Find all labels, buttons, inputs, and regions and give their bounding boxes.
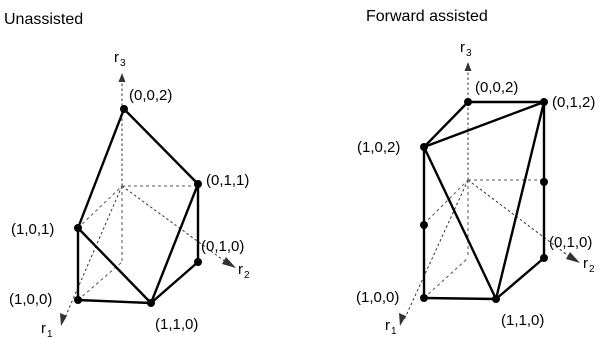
vertex-label-100: (1,0,0) xyxy=(356,289,399,306)
vertices xyxy=(74,105,202,307)
axis-label-r3: r3 xyxy=(460,39,472,59)
axis-label-r2: r2 xyxy=(238,261,250,281)
r2-axis xyxy=(121,185,231,266)
vertex-010 xyxy=(194,258,202,266)
vertex-label-100: (1,0,0) xyxy=(9,291,52,308)
polytope-edges xyxy=(76,107,200,305)
r2-axis xyxy=(467,179,575,261)
axes xyxy=(60,73,236,326)
vertex-label-002: (0,0,2) xyxy=(475,79,518,96)
r2-arrowhead xyxy=(566,252,580,263)
r1-axis xyxy=(63,185,123,321)
vertex-101 xyxy=(74,224,82,232)
vertex-label-011: (0,1,1) xyxy=(206,172,249,189)
vertex-002 xyxy=(464,98,472,106)
hidden-edges xyxy=(77,185,198,301)
axis-labels: r3 r2 r1 xyxy=(41,49,250,339)
r1-arrowhead xyxy=(60,313,67,326)
vertex-label-010: (0,1,0) xyxy=(201,238,244,255)
axes xyxy=(399,62,580,326)
lattice-point-011 xyxy=(540,178,548,186)
vertex-label-101: (1,0,1) xyxy=(11,221,54,238)
panel-title: Forward assisted xyxy=(366,8,488,25)
vertex-label-110: (1,1,0) xyxy=(501,312,544,329)
vertex-011 xyxy=(194,180,202,188)
vertex-110 xyxy=(492,295,500,303)
r1-arrowhead xyxy=(399,313,406,326)
r3-arrowhead xyxy=(118,73,126,82)
vertex-labels: (0,0,2) (0,1,1) (1,0,1) (0,1,0) (1,0,0) … xyxy=(9,87,249,333)
vertex-012 xyxy=(540,98,548,106)
lattice-point-101 xyxy=(420,221,428,229)
vertex-label-110: (1,1,0) xyxy=(155,316,198,333)
r1-axis xyxy=(403,179,469,321)
panel-forward-assisted: Forward assisted xyxy=(356,8,595,337)
vertex-label-012: (0,1,2) xyxy=(552,94,595,111)
vertex-100 xyxy=(420,294,428,302)
r3-arrowhead xyxy=(464,62,472,71)
polytope-edges xyxy=(422,100,546,301)
vertex-label-010: (0,1,0) xyxy=(549,234,592,251)
panel-unassisted: Unassisted xyxy=(4,11,250,339)
axis-label-r1: r1 xyxy=(385,317,397,337)
vertices xyxy=(420,98,548,303)
vertex-110 xyxy=(147,299,155,307)
vertex-102 xyxy=(420,143,428,151)
axis-label-r3: r3 xyxy=(114,49,126,69)
axis-labels: r3 r2 r1 xyxy=(385,39,595,337)
axis-label-r1: r1 xyxy=(41,320,53,339)
vertex-100 xyxy=(74,296,82,304)
vertex-label-002: (0,0,2) xyxy=(129,87,172,104)
r2-arrowhead xyxy=(222,257,236,268)
hidden-edges xyxy=(423,179,544,299)
axis-label-r2: r2 xyxy=(583,255,595,275)
vertex-010 xyxy=(540,254,548,262)
vertex-labels: (0,0,2) (0,1,2) (1,0,2) (0,1,0) (1,0,0) … xyxy=(356,79,595,329)
vertex-002 xyxy=(120,105,128,113)
vertex-label-102: (1,0,2) xyxy=(357,139,400,156)
panel-title: Unassisted xyxy=(4,11,83,28)
